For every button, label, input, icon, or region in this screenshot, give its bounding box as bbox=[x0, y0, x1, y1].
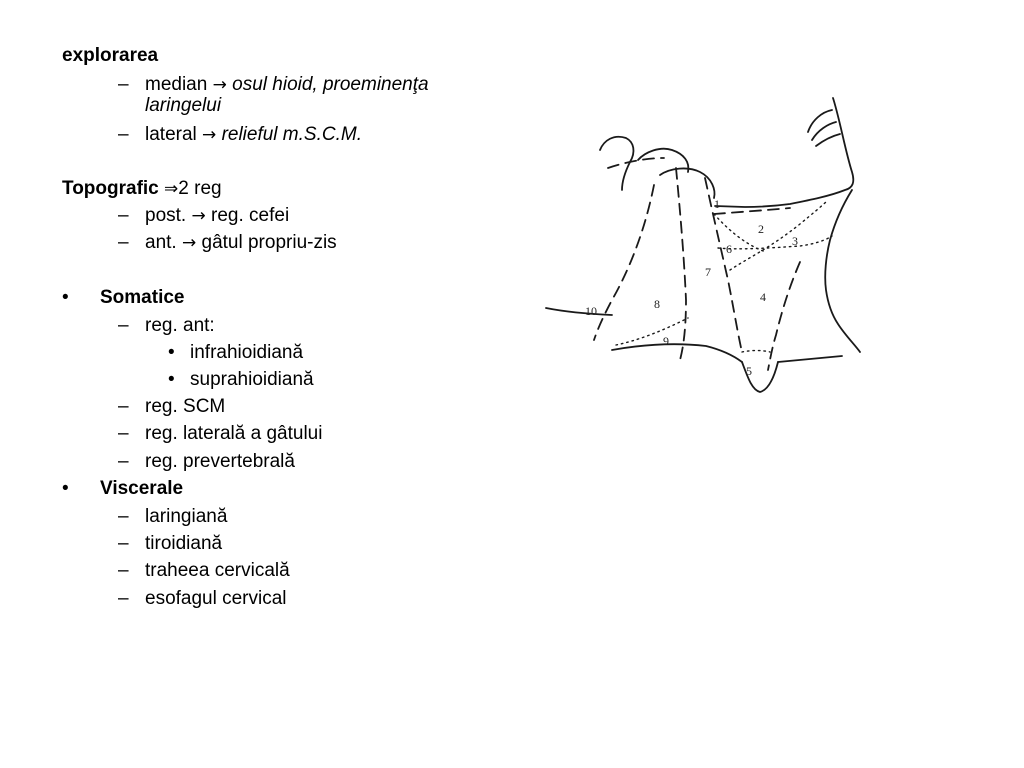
viscerale-item: traheea cervicală bbox=[145, 560, 290, 581]
viscerale-item: esofagul cervical bbox=[145, 588, 287, 609]
region-number: 5 bbox=[746, 364, 752, 378]
ant-label: ant. bbox=[145, 232, 177, 253]
arrow-icon: → bbox=[191, 206, 206, 226]
post-label: post. bbox=[145, 205, 187, 226]
reg-scm-item: reg. SCM bbox=[145, 396, 226, 417]
region-number: 2 bbox=[758, 222, 764, 236]
lateral-value: relieful m.S.C.M. bbox=[221, 124, 362, 145]
dash-marker: – bbox=[118, 232, 129, 253]
suprahioidiana-item: suprahioidiană bbox=[190, 369, 314, 390]
region-number: 6 bbox=[726, 242, 732, 256]
dash-marker: – bbox=[118, 451, 129, 472]
region-number: 1 bbox=[714, 197, 720, 211]
topografic-line: Topografic ⇒2 reg bbox=[62, 178, 222, 200]
lateral-item: lateral → relieful m.S.C.M. bbox=[145, 124, 362, 146]
dash-marker: – bbox=[118, 560, 129, 581]
dash-marker: – bbox=[118, 423, 129, 444]
explorarea-heading: explorarea bbox=[62, 45, 159, 66]
median-value-continued: laringelui bbox=[145, 95, 222, 116]
arrow-icon: → bbox=[202, 125, 217, 145]
bullet-marker: • bbox=[62, 478, 69, 499]
bullet-marker: • bbox=[168, 342, 175, 363]
median-value: osul hioid, proeminenţa bbox=[232, 74, 429, 95]
viscerale-heading: Viscerale bbox=[100, 478, 184, 499]
region-number: 3 bbox=[792, 234, 798, 248]
post-value: reg. cefei bbox=[211, 205, 290, 226]
bullet-marker: • bbox=[62, 287, 69, 308]
post-item: post. → reg. cefei bbox=[145, 205, 289, 227]
viscerale-item: tiroidiană bbox=[145, 533, 223, 554]
dash-marker: – bbox=[118, 506, 129, 527]
region-number: 9 bbox=[663, 334, 669, 348]
somatice-heading: Somatice bbox=[100, 287, 185, 308]
region-dotted-lines bbox=[615, 199, 833, 353]
arrow-icon: → bbox=[181, 233, 197, 253]
ant-value: gâtul propriu-zis bbox=[201, 232, 337, 253]
region-number: 7 bbox=[705, 265, 711, 279]
dash-marker: – bbox=[118, 74, 129, 95]
region-number: 8 bbox=[654, 297, 660, 311]
region-labels: 1 2 3 4 5 6 7 8 9 10 bbox=[585, 197, 798, 378]
neck-regions-figure: 1 2 3 4 5 6 7 8 9 10 bbox=[545, 97, 861, 393]
dash-marker: – bbox=[118, 396, 129, 417]
region-boundaries bbox=[593, 157, 801, 371]
bullet-marker: • bbox=[168, 369, 175, 390]
topografic-heading: Topografic bbox=[62, 178, 159, 199]
implies-icon: ⇒ bbox=[164, 179, 179, 199]
arrow-icon: → bbox=[212, 75, 227, 95]
infrahioidiana-item: infrahioidiană bbox=[190, 342, 304, 363]
median-label: median bbox=[145, 74, 208, 95]
dash-marker: – bbox=[118, 533, 129, 554]
dash-marker: – bbox=[118, 588, 129, 609]
region-number: 4 bbox=[760, 290, 766, 304]
reg-ant-item: reg. ant: bbox=[145, 315, 215, 336]
region-number: 10 bbox=[585, 304, 597, 318]
dash-marker: – bbox=[118, 315, 129, 336]
topografic-count: 2 reg bbox=[178, 178, 222, 199]
reg-laterala-item: reg. laterală a gâtului bbox=[145, 423, 323, 444]
dash-marker: – bbox=[118, 124, 129, 145]
reg-prevertebrala-item: reg. prevertebrală bbox=[145, 451, 295, 472]
dash-marker: – bbox=[118, 205, 129, 226]
ant-item: ant. → gâtul propriu-zis bbox=[145, 232, 337, 254]
viscerale-item: laringiană bbox=[145, 506, 228, 527]
median-item: median → osul hioid, proeminenţa bbox=[145, 74, 429, 96]
lateral-label: lateral bbox=[145, 124, 197, 145]
neck-outline bbox=[545, 97, 861, 393]
